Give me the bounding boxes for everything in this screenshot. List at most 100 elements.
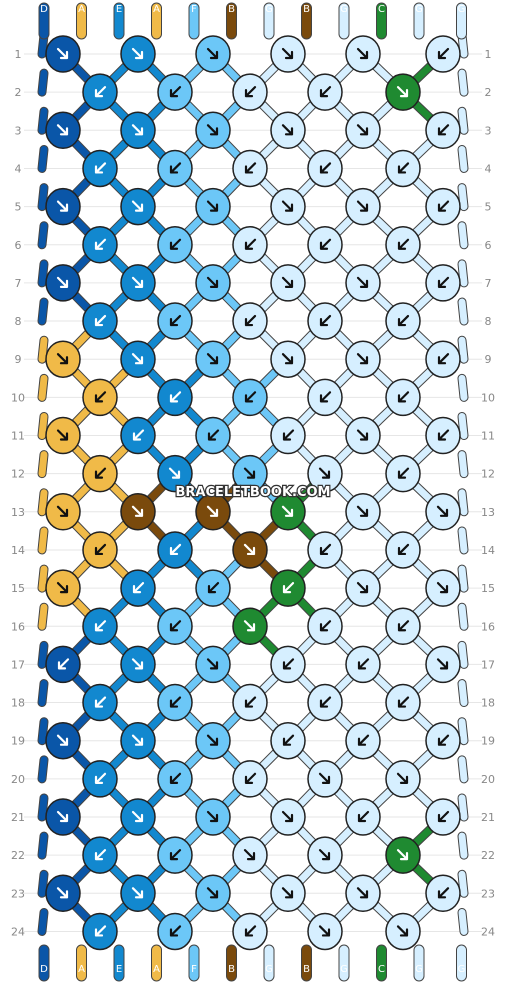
knot-direction-arrow-icon	[169, 162, 182, 174]
knot-direction-arrow-icon	[397, 391, 410, 403]
knot	[82, 226, 118, 264]
knot-direction-arrow-icon	[56, 505, 69, 517]
knot	[232, 226, 268, 264]
knot	[345, 340, 381, 378]
knot	[120, 340, 156, 378]
knot-direction-arrow-icon	[282, 581, 295, 594]
knot-direction-arrow-icon	[437, 200, 450, 212]
knot-direction-arrow-icon	[56, 200, 69, 212]
knot-direction-arrow-icon	[319, 162, 332, 174]
knot-direction-arrow-icon	[397, 238, 410, 250]
edge-thread-left	[38, 489, 48, 516]
knot-direction-arrow-icon	[437, 276, 450, 288]
edge-thread-left	[38, 756, 48, 783]
knot	[157, 454, 193, 493]
row-label-left: 18	[11, 697, 25, 710]
row-label-right: 17	[481, 658, 495, 671]
edge-thread-right	[458, 145, 468, 172]
edge-thread-left	[38, 908, 48, 935]
knot-direction-arrow-icon	[56, 734, 69, 746]
knot	[45, 493, 81, 531]
knot	[425, 798, 461, 836]
knot-direction-arrow-icon	[318, 772, 331, 784]
knot-direction-arrow-icon	[319, 238, 332, 250]
edge-thread-right	[458, 832, 468, 859]
knot-direction-arrow-icon	[207, 581, 220, 594]
knot-direction-arrow-icon	[56, 353, 69, 365]
knot-direction-arrow-icon	[206, 658, 219, 670]
edge-thread-left	[38, 260, 48, 287]
string-color-label: G	[458, 964, 466, 975]
string-color-label: E	[116, 964, 122, 975]
knot	[425, 721, 461, 760]
string-color-label: B	[228, 4, 235, 15]
row-label-right: 9	[485, 353, 492, 366]
row-label-left: 16	[11, 620, 25, 633]
knot-direction-arrow-icon	[357, 810, 370, 823]
knot-direction-arrow-icon	[244, 696, 257, 708]
knot-direction-arrow-icon	[169, 314, 182, 327]
row-label-left: 15	[11, 582, 25, 595]
knot-direction-arrow-icon	[169, 849, 182, 861]
knot-direction-arrow-icon	[131, 810, 144, 823]
knot	[195, 721, 231, 760]
knot	[195, 569, 231, 607]
row-label-left: 1	[15, 48, 22, 61]
string-color-label: D	[40, 4, 48, 15]
knot	[270, 569, 306, 607]
knot	[232, 302, 268, 340]
row-label-left: 24	[11, 925, 25, 938]
knot-direction-arrow-icon	[244, 86, 257, 98]
row-label-right: 2	[485, 86, 492, 99]
knot	[345, 493, 381, 531]
knot	[45, 645, 81, 684]
knot	[157, 836, 193, 874]
knot-direction-arrow-icon	[396, 86, 409, 98]
knot	[232, 531, 268, 569]
edge-thread-right	[458, 565, 468, 592]
knot	[157, 607, 193, 645]
knot	[385, 226, 421, 264]
knot	[307, 836, 343, 874]
row-label-left: 3	[15, 124, 22, 137]
edge-thread-right	[458, 336, 468, 363]
knot-direction-arrow-icon	[318, 467, 331, 479]
knot	[120, 798, 156, 836]
knot-direction-arrow-icon	[319, 86, 332, 98]
edge-thread-left	[38, 832, 48, 859]
knot-direction-arrow-icon	[244, 772, 257, 784]
knot	[345, 187, 381, 226]
knot-direction-arrow-icon	[437, 124, 450, 136]
row-label-left: 9	[15, 353, 22, 366]
row-label-left: 19	[11, 735, 25, 748]
knot	[345, 416, 381, 455]
knot	[270, 111, 306, 150]
knot	[270, 798, 306, 836]
edge-thread-right	[458, 69, 468, 96]
string-color-label: D	[40, 964, 48, 975]
knot-direction-arrow-icon	[131, 658, 144, 670]
knot	[232, 912, 268, 951]
row-label-left: 20	[11, 773, 25, 786]
knot	[82, 454, 118, 493]
knot-direction-arrow-icon	[131, 734, 144, 746]
row-label-left: 13	[11, 506, 25, 519]
knot	[270, 340, 306, 378]
knot	[120, 874, 156, 913]
knot	[82, 836, 118, 874]
knot-direction-arrow-icon	[281, 276, 294, 288]
knot-direction-arrow-icon	[357, 658, 370, 670]
row-label-left: 6	[15, 239, 22, 252]
knot-direction-arrow-icon	[169, 620, 182, 632]
knot	[120, 187, 156, 226]
row-label-right: 24	[481, 925, 495, 938]
knot	[425, 111, 461, 150]
knot-direction-arrow-icon	[437, 47, 450, 60]
string-color-label: G	[415, 4, 423, 15]
knot	[195, 493, 231, 531]
knot	[425, 416, 461, 455]
knot-direction-arrow-icon	[397, 696, 410, 708]
edge-thread-right	[458, 756, 468, 783]
knot	[120, 721, 156, 760]
